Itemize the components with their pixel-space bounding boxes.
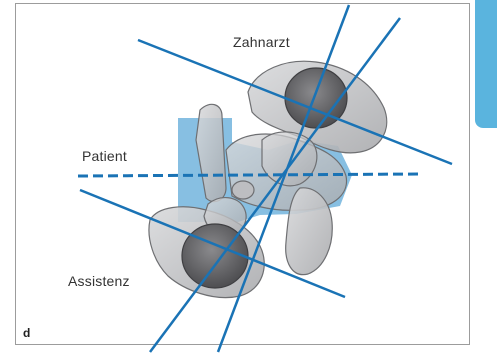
dentist-label: Zahnarzt <box>233 34 290 50</box>
patient-label: Patient <box>82 148 127 164</box>
panel-letter: d <box>23 326 30 340</box>
patient-axis-line <box>78 174 420 176</box>
assistant-label: Assistenz <box>68 273 130 289</box>
